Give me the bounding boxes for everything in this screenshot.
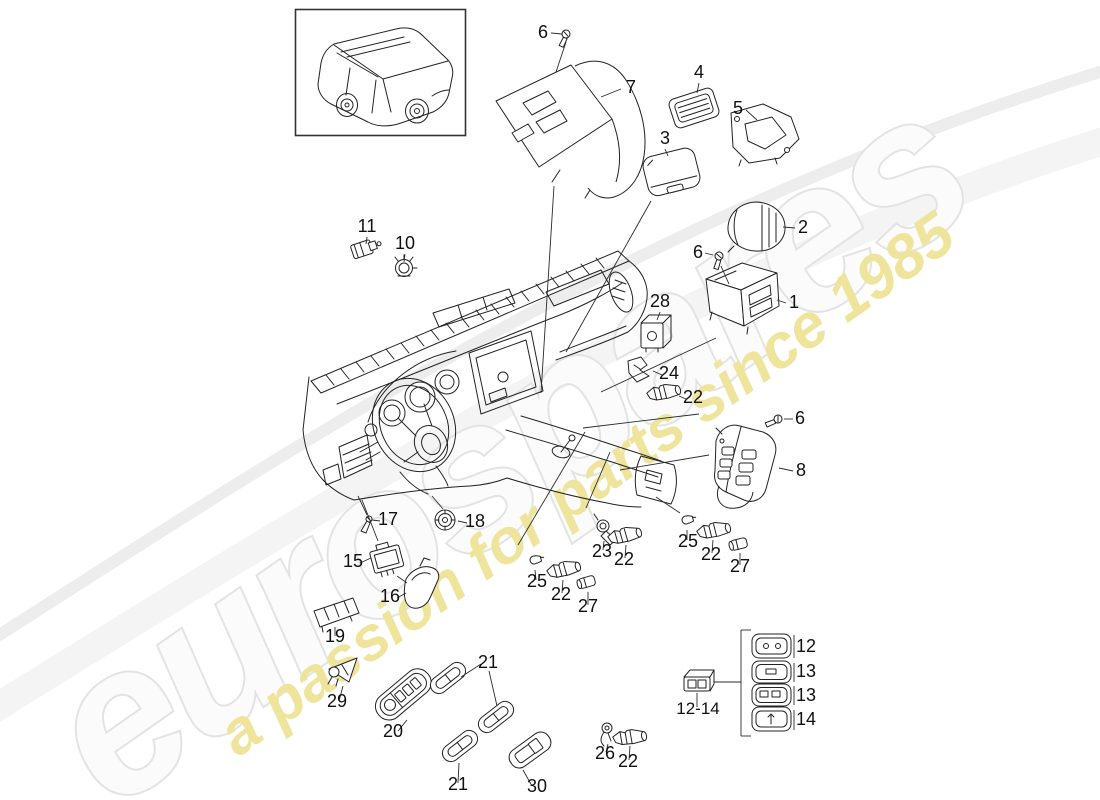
callout-28: 28 bbox=[650, 291, 670, 311]
center-air-vents bbox=[432, 288, 516, 328]
part-22-bulb-socket-e bbox=[611, 726, 648, 748]
callout-13-a: 13 bbox=[796, 661, 816, 681]
part-6-screw-right bbox=[763, 413, 784, 430]
defroster-hatching bbox=[325, 257, 605, 386]
callout-21-lower: 21 bbox=[448, 774, 468, 794]
parts bbox=[313, 28, 800, 769]
passenger-airbag-panel bbox=[545, 269, 610, 307]
part-7-switch-carrier-trim bbox=[495, 60, 646, 199]
part-16-trim-wedge bbox=[403, 557, 440, 609]
part-21-window-switch-c bbox=[438, 726, 482, 766]
callout-22-b: 22 bbox=[614, 549, 634, 569]
callout-12: 12 bbox=[796, 636, 816, 656]
part-22-bulb-socket-d bbox=[695, 518, 733, 542]
callout-22-e: 22 bbox=[618, 751, 638, 771]
vehicle-thumbnail bbox=[294, 8, 467, 137]
part-24-retaining-clip bbox=[627, 356, 650, 383]
part-15-switch-module bbox=[369, 541, 405, 578]
callout-6-mid: 6 bbox=[693, 242, 703, 262]
callout-24: 24 bbox=[659, 363, 679, 383]
center-stack bbox=[468, 330, 544, 415]
steering-wheel bbox=[359, 377, 457, 495]
part-13-rocker-switch-b bbox=[751, 683, 792, 707]
callout-25-a: 25 bbox=[527, 571, 547, 591]
callout-20: 20 bbox=[383, 721, 403, 741]
part-12-14-switch-unit bbox=[683, 669, 715, 692]
part-14-rocker-switch bbox=[751, 706, 792, 732]
callout-6-top: 6 bbox=[538, 22, 548, 42]
part-18-round-plug-switch bbox=[434, 509, 456, 531]
callout-3: 3 bbox=[660, 128, 670, 148]
part-28-small-switch bbox=[640, 314, 672, 353]
vehicle-box-frame bbox=[294, 8, 467, 137]
part-30-rear-window-switch bbox=[508, 731, 552, 769]
center-console bbox=[505, 415, 677, 508]
callout-27-a: 27 bbox=[578, 596, 598, 616]
part-1-switch-pack bbox=[705, 262, 780, 335]
callout-12-14: 12-14 bbox=[676, 699, 719, 718]
leader-lines bbox=[334, 32, 796, 787]
part-12-rocker-switch bbox=[751, 633, 792, 659]
callout-22-a: 22 bbox=[683, 387, 703, 407]
callout-1: 1 bbox=[789, 292, 799, 312]
watermark-brand-text: eurospares bbox=[5, 50, 1008, 800]
callout-6-right: 6 bbox=[795, 408, 805, 428]
callout-4: 4 bbox=[694, 62, 704, 82]
part-2-rotary-switch-cluster bbox=[727, 201, 786, 253]
callout-19: 19 bbox=[325, 626, 345, 646]
part-21-window-switch-a bbox=[426, 658, 470, 698]
part-17-screw bbox=[360, 515, 373, 534]
part-8-console-switch-bank bbox=[714, 424, 777, 509]
callout-2: 2 bbox=[798, 217, 808, 237]
dash-left-end bbox=[302, 376, 373, 501]
callout-22-c: 22 bbox=[551, 584, 571, 604]
callout-labels: 6 7 4 5 3 2 6 1 11 10 28 24 22 6 8 17 18… bbox=[325, 22, 816, 796]
dashboard-drawing bbox=[302, 250, 677, 508]
part-5-mounting-bracket bbox=[730, 103, 800, 167]
callout-21-upper: 21 bbox=[478, 652, 498, 672]
callout-16: 16 bbox=[380, 586, 400, 606]
part-13-rocker-switch-a bbox=[751, 660, 792, 684]
part-19-button-strip bbox=[313, 597, 360, 633]
callout-27-b: 27 bbox=[730, 556, 750, 576]
part-27-cap-b bbox=[727, 536, 749, 552]
callout-23: 23 bbox=[592, 541, 612, 561]
callout-13-b: 13 bbox=[796, 685, 816, 705]
callout-22-d: 22 bbox=[701, 544, 721, 564]
watermark-swoosh-upper bbox=[0, 65, 1100, 642]
part-20-driver-door-switch-panel bbox=[374, 668, 432, 721]
callout-10: 10 bbox=[395, 233, 415, 253]
watermark-swoosh-lower bbox=[0, 127, 1100, 722]
callout-8: 8 bbox=[796, 460, 806, 480]
part-26-grommet bbox=[600, 722, 613, 747]
callout-26: 26 bbox=[595, 743, 615, 763]
vehicle-suv-drawing bbox=[317, 27, 454, 127]
callout-14: 14 bbox=[796, 709, 816, 729]
callout-5: 5 bbox=[733, 98, 743, 118]
callout-30: 30 bbox=[527, 776, 547, 796]
part-21-window-switch-b bbox=[474, 697, 518, 737]
part-3-cover-lid bbox=[642, 147, 701, 197]
callout-18: 18 bbox=[465, 511, 485, 531]
part-4-vent-grille-pad bbox=[668, 87, 720, 129]
right-air-vent bbox=[608, 271, 634, 313]
callout-25-b: 25 bbox=[678, 531, 698, 551]
callout-7: 7 bbox=[626, 77, 636, 97]
callout-29: 29 bbox=[327, 691, 347, 711]
part-10-photo-sensor bbox=[394, 254, 418, 277]
callout-11: 11 bbox=[358, 216, 377, 236]
callout-15: 15 bbox=[343, 551, 363, 571]
callout-17: 17 bbox=[378, 509, 398, 529]
part-22-bulb-socket-c bbox=[545, 557, 583, 581]
part-25-bulb-b bbox=[680, 513, 698, 526]
part-29-winged-sensor bbox=[327, 657, 358, 687]
part-11-sensor bbox=[350, 239, 382, 260]
part-27-cap-a bbox=[575, 574, 597, 591]
